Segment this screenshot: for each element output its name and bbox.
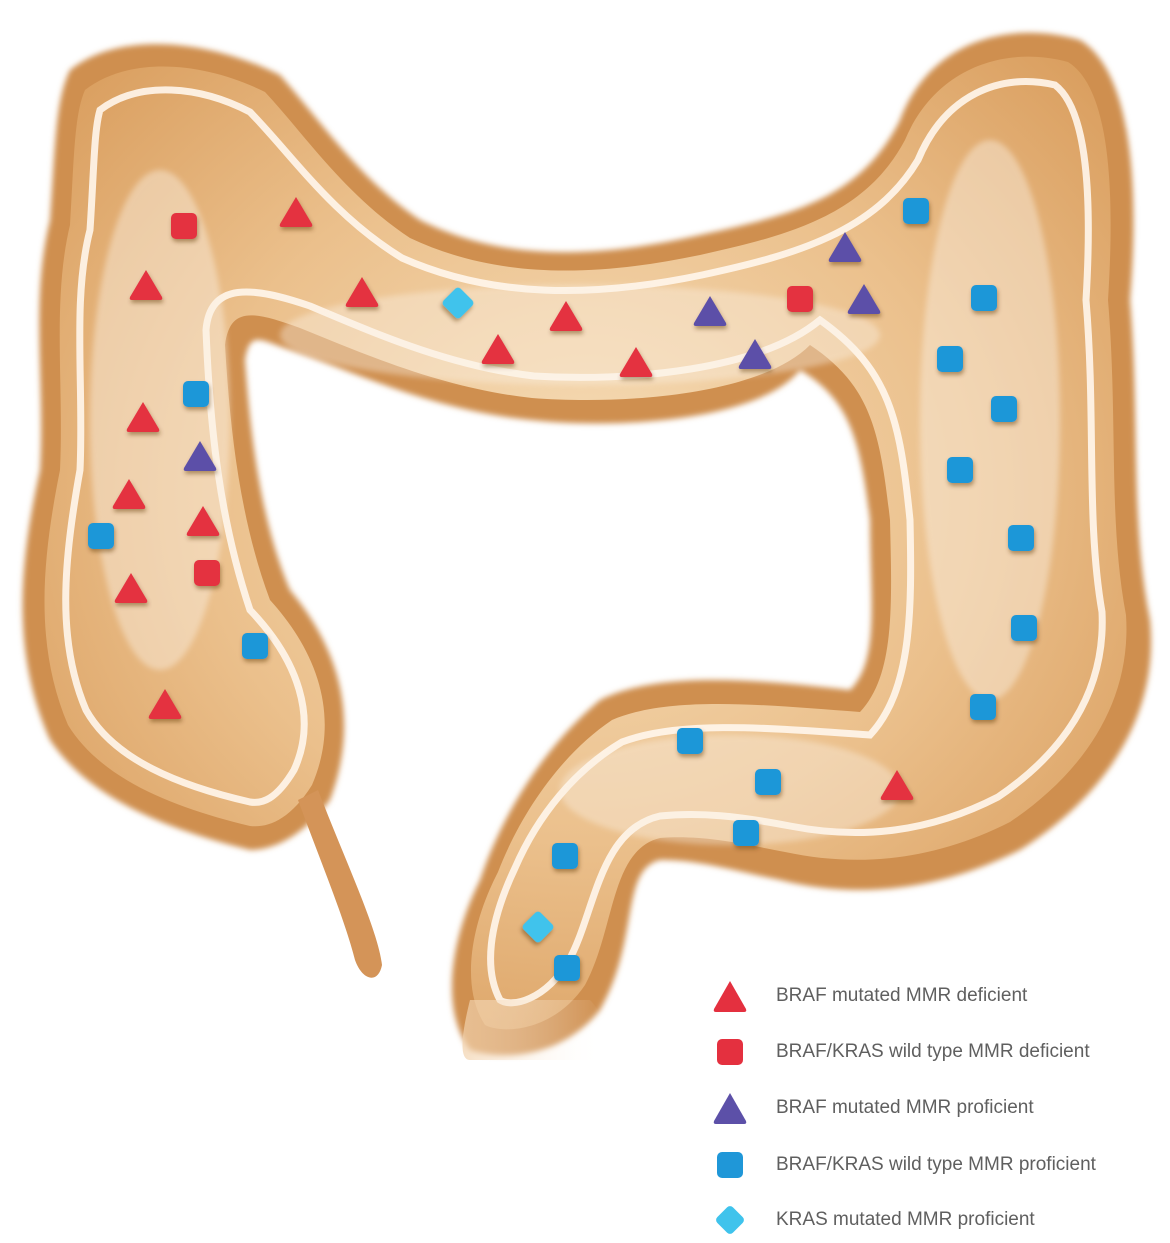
marker-braf-kras-wild-type-mmr-deficient xyxy=(194,560,220,586)
legend-item-braf-kras-wild-type-mmr-proficient: BRAF/KRAS wild type MMR proficient xyxy=(708,1145,1096,1185)
purple-triangle-icon xyxy=(708,1088,752,1128)
marker-braf-kras-wild-type-mmr-proficient xyxy=(991,396,1017,422)
cyan-diamond-icon xyxy=(708,1200,752,1240)
legend-label: KRAS mutated MMR proficient xyxy=(776,1209,1035,1231)
legend-label: BRAF mutated MMR proficient xyxy=(776,1097,1034,1119)
marker-braf-kras-wild-type-mmr-proficient xyxy=(183,381,209,407)
marker-braf-kras-wild-type-mmr-proficient xyxy=(88,523,114,549)
colon-highlight-ascending xyxy=(90,170,230,670)
marker-braf-kras-wild-type-mmr-proficient xyxy=(755,769,781,795)
marker-braf-kras-wild-type-mmr-proficient xyxy=(554,955,580,981)
marker-braf-kras-wild-type-mmr-proficient xyxy=(970,694,996,720)
rectum xyxy=(463,1000,605,1060)
marker-braf-kras-wild-type-mmr-proficient xyxy=(937,346,963,372)
marker-braf-kras-wild-type-mmr-proficient xyxy=(1008,525,1034,551)
legend-item-braf-mutated-mmr-deficient: BRAF mutated MMR deficient xyxy=(708,976,1027,1016)
legend-item-braf-mutated-mmr-proficient: BRAF mutated MMR proficient xyxy=(708,1088,1034,1128)
marker-braf-kras-wild-type-mmr-proficient xyxy=(1011,615,1037,641)
red-triangle-icon xyxy=(708,976,752,1016)
marker-braf-kras-wild-type-mmr-proficient xyxy=(552,843,578,869)
legend-item-braf-kras-wild-type-mmr-deficient: BRAF/KRAS wild type MMR deficient xyxy=(708,1032,1090,1072)
marker-braf-kras-wild-type-mmr-proficient xyxy=(242,633,268,659)
colon-highlight-sigmoid xyxy=(560,735,900,845)
marker-braf-kras-wild-type-mmr-deficient xyxy=(787,286,813,312)
marker-braf-kras-wild-type-mmr-proficient xyxy=(903,198,929,224)
appendix xyxy=(298,790,382,978)
marker-braf-kras-wild-type-mmr-proficient xyxy=(947,457,973,483)
marker-braf-kras-wild-type-mmr-proficient xyxy=(971,285,997,311)
colon-highlight-descending xyxy=(920,140,1060,700)
marker-braf-kras-wild-type-mmr-proficient xyxy=(677,728,703,754)
legend-label: BRAF mutated MMR deficient xyxy=(776,985,1027,1007)
blue-square-icon xyxy=(708,1145,752,1185)
colon-shape xyxy=(23,33,1152,1060)
legend-label: BRAF/KRAS wild type MMR proficient xyxy=(776,1154,1096,1176)
red-square-icon xyxy=(708,1032,752,1072)
legend-label: BRAF/KRAS wild type MMR deficient xyxy=(776,1041,1090,1063)
legend-item-kras-mutated-mmr-proficient: KRAS mutated MMR proficient xyxy=(708,1200,1035,1240)
marker-braf-kras-wild-type-mmr-proficient xyxy=(733,820,759,846)
marker-braf-kras-wild-type-mmr-deficient xyxy=(171,213,197,239)
